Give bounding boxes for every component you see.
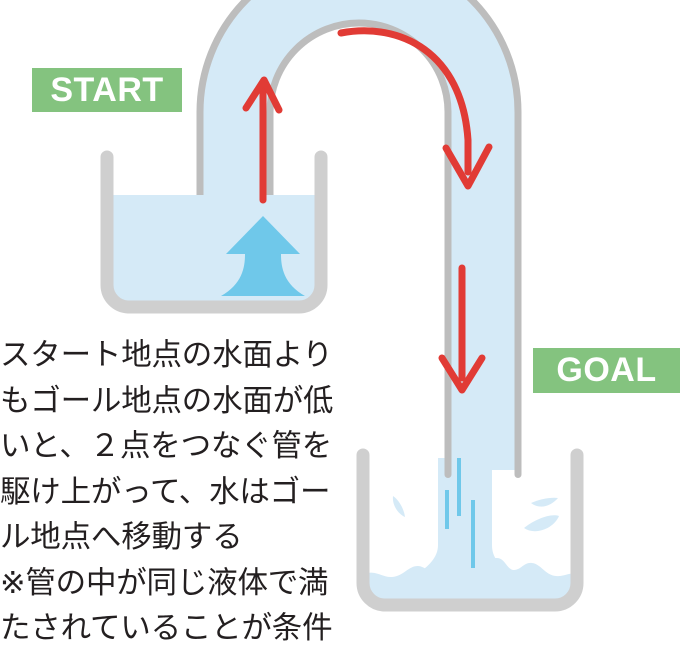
caption-line: いと、２点をつなぐ管を [0, 429, 333, 463]
caption-line: もゴール地点の水面が低 [0, 383, 334, 418]
siphon-tube-outer-wall [196, 0, 522, 470]
goal-label-text: GOAL [556, 351, 657, 389]
red-arrow-down [438, 264, 486, 394]
caption-text-block: スタート地点の水面より もゴール地点の水面が低 いと、２点をつなぐ管を 駆け上が… [0, 333, 340, 652]
start-label-text: START [50, 70, 164, 109]
siphon-tube-water-body [197, 0, 521, 470]
caption-line: 駆け上がって、水はゴー [0, 474, 331, 509]
caption-line: ※管の中が同じ液体で満 [0, 565, 329, 600]
red-flow-arrows [242, 27, 493, 394]
siphon-tube-inner-wall [266, 19, 452, 470]
goal-vessel [356, 448, 584, 612]
splash-droplet-right-lower [524, 515, 559, 532]
siphon-diagram-canvas [100, 0, 584, 612]
tube-right-inner-wall-end [444, 430, 452, 478]
caption-line: ル地点へ移動する [0, 520, 243, 554]
splash-droplet-right-upper [531, 497, 558, 507]
start-label: START [32, 68, 182, 112]
caption-line: スタート地点の水面より [0, 338, 333, 372]
start-vessel-water [107, 195, 321, 308]
start-vessel-wall [100, 150, 328, 314]
goal-vessel-wall [356, 448, 584, 612]
blue-flow-arrow-shape [221, 216, 305, 296]
red-arrow-arc [337, 27, 493, 190]
tube-right-outer-wall-end [514, 430, 522, 478]
splash-droplet-left [392, 496, 405, 517]
goal-label: GOAL [533, 348, 680, 393]
blue-flow-arrow [221, 216, 305, 296]
red-arrow-up [242, 76, 283, 204]
falling-water-stream [418, 458, 512, 574]
siphon-tube-outlet [444, 430, 522, 478]
